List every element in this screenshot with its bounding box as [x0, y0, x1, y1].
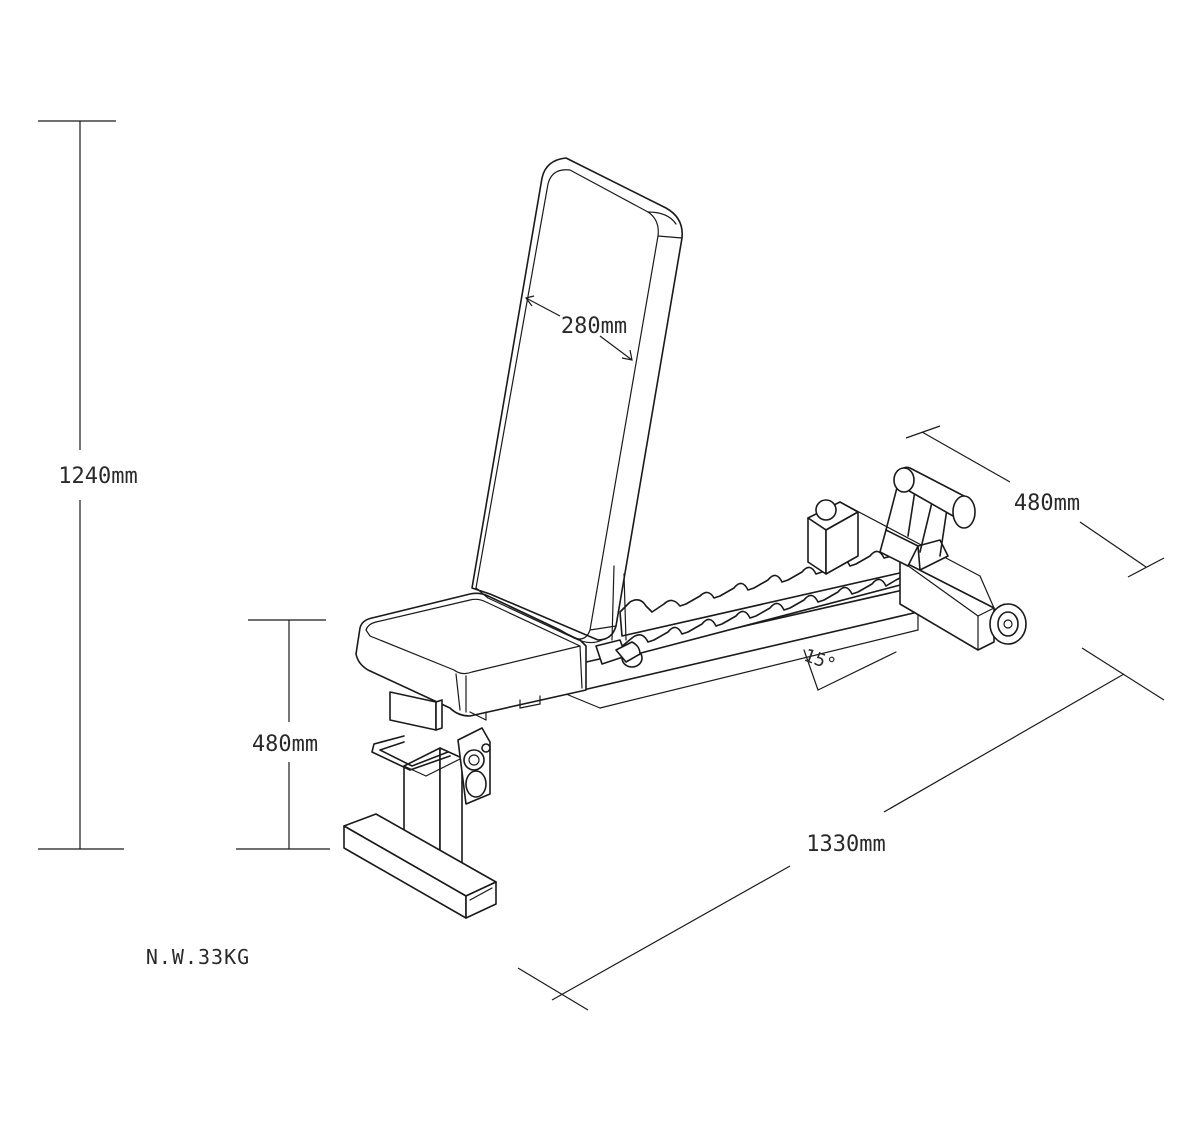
frame-width-label: 480mm: [1014, 491, 1080, 516]
bench-drawing: [343, 157, 1027, 919]
backrest-pad: [471, 157, 683, 644]
backrest-support: [595, 565, 643, 668]
total-height-label: 1240mm: [58, 464, 137, 489]
front-handle: [371, 735, 451, 771]
seat-bracket: [389, 691, 541, 731]
seat-height-dimension-line: [236, 619, 330, 850]
angle-marker: [803, 649, 897, 691]
height-dimension-line: [38, 120, 124, 850]
back-pad-width-label: 280mm: [561, 314, 627, 339]
back-pad-width-dimension-line: [524, 295, 633, 361]
net-weight-label: N.W.33KG: [146, 945, 250, 969]
seat-height-label: 480mm: [252, 732, 318, 757]
total-length-label: 1330mm: [806, 832, 885, 857]
frame-width-dimension-line: [905, 425, 1165, 578]
angle-label: 15°: [801, 645, 839, 676]
rear-leg-assembly: [807, 499, 1027, 651]
front-foot-base: [343, 813, 497, 919]
length-dimension-line: [517, 647, 1165, 1011]
leg-holder-roller: [879, 466, 976, 571]
